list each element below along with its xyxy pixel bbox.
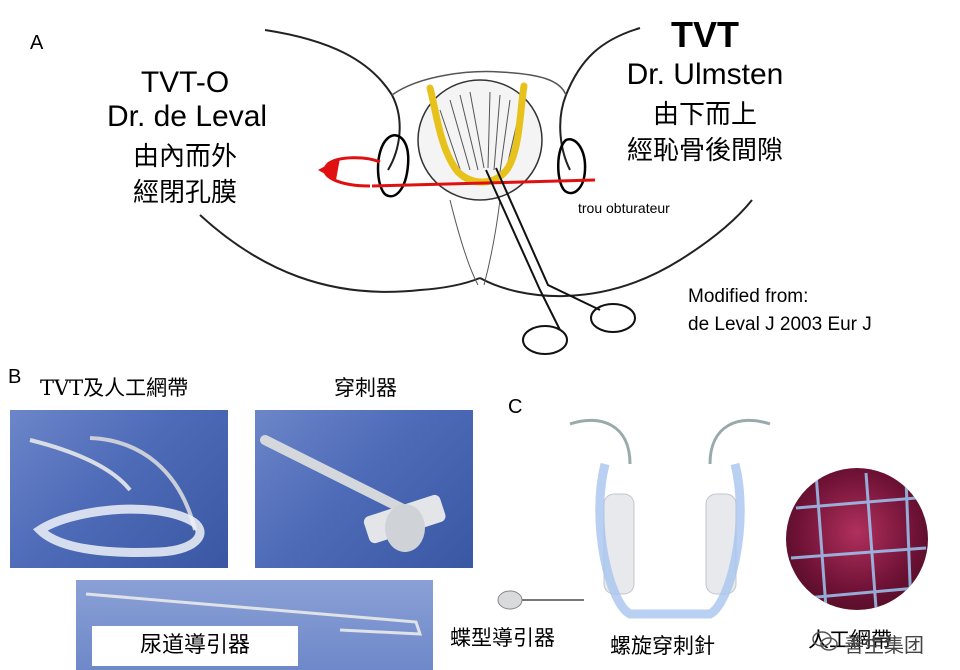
credit-line-1: Modified from: [688, 286, 809, 307]
tvt-o-membrane: 經閉孔膜 [132, 178, 237, 208]
watermark: 善生集团 [812, 629, 924, 658]
helical-needle-label: 螺旋穿刺針 [610, 634, 715, 658]
panel-b-letter: B [8, 366, 22, 388]
tvt-approach: 由下而上 [652, 100, 757, 130]
butterfly-guide-label: 蝶型導引器 [450, 626, 555, 650]
tvt-title: TVT [671, 14, 739, 55]
tvt-tape-label: TVT及人工網帶 [40, 376, 189, 400]
pelvic-illustration [199, 27, 753, 355]
panel-c-letter: C [508, 396, 523, 418]
credit-line-2: de Leval J 2003 Eur J [688, 314, 872, 335]
tvt-tape-photo [10, 410, 228, 568]
introducer-label: 穿刺器 [334, 376, 397, 400]
urethral-guide-label: 尿道導引器 [92, 626, 298, 666]
obturator-label: trou obturateur [578, 200, 670, 216]
helical-needles-photo [569, 418, 771, 619]
butterfly-guide-photo [497, 590, 584, 610]
watermark-text: 善生集团 [844, 633, 924, 657]
tvt-o-title: TVT-O [140, 66, 230, 99]
tvt-o-author: Dr. de Leval [106, 100, 268, 133]
tvt-space: 經恥骨後間隙 [626, 136, 783, 166]
panel-a-letter: A [30, 32, 44, 54]
tvt-author: Dr. Ulmsten [626, 58, 784, 91]
mesh-photo [786, 468, 928, 610]
introducer-photo [255, 410, 473, 568]
tvt-o-approach: 由內而外 [132, 142, 237, 172]
wechat-icon [812, 630, 838, 658]
